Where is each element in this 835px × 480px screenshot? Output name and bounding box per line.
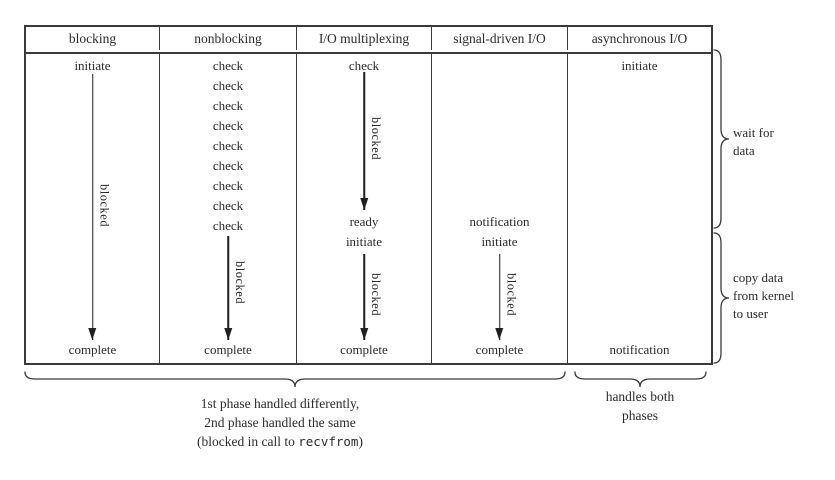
nonblocking-complete-label: complete xyxy=(204,342,252,357)
first-phase-brace xyxy=(24,371,566,388)
header-double-rule xyxy=(26,50,711,53)
signal-arrow xyxy=(498,254,501,340)
check-label: check xyxy=(212,218,244,233)
column-nonblocking: check check check check check check chec… xyxy=(160,54,297,364)
blocking-initiate-label: initiate xyxy=(74,58,111,73)
wait-for-data-note: wait for data xyxy=(733,125,774,158)
multiplexing-blocked-label-1: blocked xyxy=(369,117,383,161)
first-phase-note: 1st phase handled differently, 2nd phase… xyxy=(70,394,490,451)
wait-for-data-brace xyxy=(713,49,730,229)
signal-notification-label: notification xyxy=(469,214,530,229)
multiplexing-blocked-label-2: blocked xyxy=(369,273,383,317)
first-phase-note-line2: 2nd phase handled the same xyxy=(204,415,356,430)
column-blocking: initiate blocked complete xyxy=(26,54,160,364)
copy-data-brace xyxy=(713,232,730,364)
column-header-nonblocking: nonblocking xyxy=(160,27,297,50)
handles-both-note: handles both phases xyxy=(605,389,675,423)
nonblocking-blocked-label: blocked xyxy=(233,261,247,305)
signal-complete-label: complete xyxy=(475,342,524,357)
column-asynchronous: initiate notification xyxy=(568,54,711,364)
first-phase-note-line3: (blocked in call to recvfrom) xyxy=(197,434,363,449)
nonblocking-check-list: check check check check check check chec… xyxy=(160,56,296,236)
check-label: check xyxy=(212,158,244,173)
nonblocking-arrow xyxy=(227,236,229,340)
multiplexing-check-label: check xyxy=(348,58,380,73)
multiplexing-initiate-label: initiate xyxy=(345,234,383,249)
recvfrom-code: recvfrom xyxy=(298,434,359,449)
signal-initiate-label: initiate xyxy=(481,234,518,249)
handles-both-brace xyxy=(574,371,707,388)
check-label: check xyxy=(212,58,244,73)
multiplexing-ready-label: ready xyxy=(349,214,379,229)
check-label: check xyxy=(212,138,244,153)
check-label: check xyxy=(212,78,244,93)
blocking-blocked-label: blocked xyxy=(97,184,112,228)
blocking-complete-label: complete xyxy=(68,342,117,357)
async-initiate-label: initiate xyxy=(621,58,658,73)
blocking-arrow xyxy=(91,74,94,340)
table-header-row: blocking nonblocking I/O multiplexing si… xyxy=(26,27,711,50)
first-phase-note-line1: 1st phase handled differently, xyxy=(200,396,360,411)
check-label: check xyxy=(212,198,244,213)
column-header-signal-driven: signal-driven I/O xyxy=(432,27,568,50)
check-label: check xyxy=(212,118,244,133)
check-label: check xyxy=(212,98,244,113)
signal-blocked-label: blocked xyxy=(504,273,519,317)
table-body: initiate blocked complete check check ch… xyxy=(26,53,711,364)
multiplexing-arrow-2 xyxy=(363,254,365,340)
check-label: check xyxy=(212,178,244,193)
multiplexing-complete-label: complete xyxy=(340,342,388,357)
column-header-blocking: blocking xyxy=(26,27,160,50)
async-notification-label: notification xyxy=(609,342,670,357)
column-io-multiplexing: check blocked ready initiate blocked com… xyxy=(297,54,432,364)
column-header-io-multiplexing: I/O multiplexing xyxy=(297,27,432,50)
column-signal-driven: notification initiate blocked complete xyxy=(432,54,568,364)
copy-data-note: copy data from kernel to user xyxy=(733,270,795,321)
io-models-table: blocking nonblocking I/O multiplexing si… xyxy=(24,25,713,365)
multiplexing-arrow-1 xyxy=(363,72,365,210)
column-header-asynchronous: asynchronous I/O xyxy=(591,31,688,46)
